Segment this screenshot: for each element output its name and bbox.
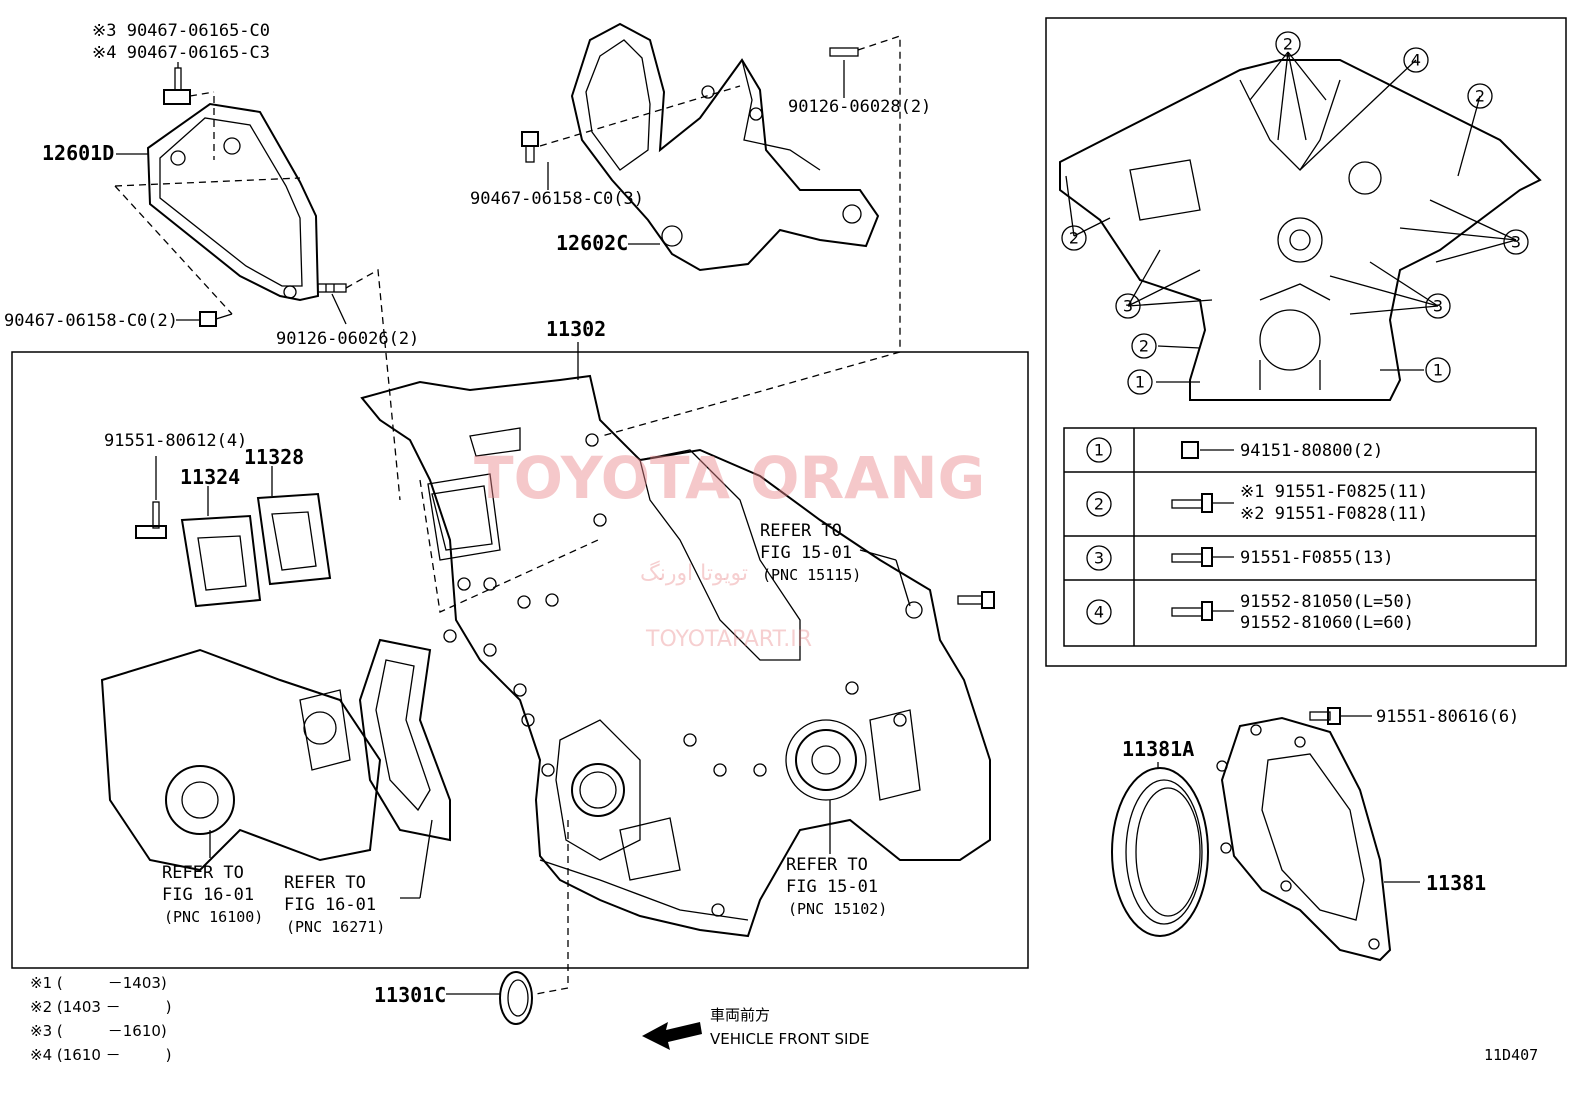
callout-leaders	[1065, 51, 1517, 383]
bolt-90467-06158-left	[199, 311, 233, 327]
table-key: 4	[1094, 603, 1104, 622]
label-note4: ※4 90467-06165-C3	[92, 43, 270, 63]
stud-90126-06026	[317, 283, 347, 293]
footnote-4: ※4 (1610 － )	[30, 1046, 172, 1064]
table-part: 94151-80800(2)	[1240, 441, 1383, 461]
label-90467-06158-c0-2: 90467-06158-C0(2)	[4, 311, 178, 331]
bolt-91551-80616	[1309, 707, 1341, 725]
refer-15115-line1: REFER TO	[760, 521, 842, 541]
label-90126-06028: 90126-06028(2)	[788, 97, 931, 117]
refer-15115-line2: FIG 15-01	[760, 543, 852, 563]
bolt-layout-frame	[1045, 17, 1567, 667]
dash-leader-5	[601, 351, 901, 437]
table-part: ※2 91551-F0828(11)	[1240, 504, 1428, 524]
bolt-right-main	[957, 591, 995, 609]
main-assembly-frame	[11, 351, 1029, 969]
plate-11324	[180, 514, 262, 608]
table-part: ※1 91551-F0825(11)	[1240, 482, 1428, 502]
vehicle-front-en: VEHICLE FRONT SIDE	[710, 1030, 870, 1048]
bolt-90467-06158-top	[521, 131, 539, 163]
gasket-11328	[256, 492, 332, 586]
refer-15102-line2: FIG 15-01	[786, 877, 878, 897]
oil-pump-rotor-15102	[785, 719, 867, 801]
label-12601d: 12601D	[42, 141, 114, 165]
refer-15102-line3: (PNC 15102)	[788, 900, 887, 918]
callout-label: 3	[1511, 233, 1521, 252]
bracket-12601d	[146, 102, 320, 302]
refer-16100-line3: (PNC 16100)	[164, 908, 263, 926]
bolt-icon	[1171, 601, 1234, 621]
bolt-91551-80612	[135, 501, 167, 539]
label-12602c: 12602C	[556, 231, 628, 255]
callout-label: 2	[1283, 35, 1293, 54]
callout-label: 2	[1069, 229, 1079, 248]
dash-leader-2	[189, 91, 401, 501]
table-key: 2	[1094, 495, 1104, 514]
callout-circles: 2 4 2 2 3 3 3 2 1 1	[1061, 31, 1529, 395]
refer-16271-line1: REFER TO	[284, 873, 366, 893]
bolt-table: 1 2 3 4 94151-80800(2) ※1 91551-F0825(11…	[1063, 427, 1537, 647]
bolt-icon	[1171, 547, 1234, 567]
refer-15102-line1: REFER TO	[786, 855, 868, 875]
label-11302: 11302	[546, 317, 606, 341]
stud-90126-06028	[829, 47, 859, 57]
label-note3: ※3 90467-06165-C0	[92, 21, 270, 41]
footnote-2: ※2 (1403 － )	[30, 998, 172, 1016]
label-leaders	[116, 60, 1420, 995]
table-key: 1	[1094, 441, 1104, 460]
footnote-1: ※1 ( －1403)	[30, 974, 167, 992]
watermark-persian: تویوتا اورنگ	[640, 560, 748, 586]
callout-label: 3	[1433, 297, 1443, 316]
vehicle-front-arrow-icon	[642, 1022, 702, 1050]
footnote-3: ※3 ( －1610)	[30, 1022, 167, 1040]
callout-label: 2	[1139, 337, 1149, 356]
water-pump-16100	[100, 648, 382, 872]
table-part: 91552-81060(L=60)	[1240, 613, 1414, 633]
dash-leader-6	[419, 479, 599, 613]
label-91551-80616: 91551-80616(6)	[1376, 707, 1519, 727]
bolt-icon	[1171, 493, 1234, 513]
label-11328: 11328	[244, 445, 304, 469]
callout-label: 4	[1411, 51, 1421, 70]
dash-leader-1	[114, 177, 301, 187]
oil-seal-11381a	[1111, 767, 1209, 937]
cover-12602c	[570, 22, 880, 272]
label-11301c: 11301C	[374, 983, 446, 1007]
label-11324: 11324	[180, 465, 240, 489]
table-part: 91551-F0855(13)	[1240, 548, 1394, 568]
refer-15115-line3: (PNC 15115)	[762, 566, 861, 584]
label-11381: 11381	[1426, 871, 1486, 895]
dash-leader-7	[535, 820, 569, 995]
refer-16271-line3: (PNC 16271)	[286, 918, 385, 936]
label-11381a: 11381A	[1122, 737, 1194, 761]
figure-code: 11D407	[1484, 1046, 1538, 1064]
refer-16100-line1: REFER TO	[162, 863, 244, 883]
callout-label: 1	[1135, 373, 1145, 392]
dash-leader-3	[114, 185, 233, 315]
pump-gasket-16271	[358, 638, 451, 842]
label-90467-06158-c0-3: 90467-06158-C0(3)	[470, 189, 644, 209]
nut-icon	[1181, 441, 1234, 459]
oil-seal-11301c	[499, 971, 533, 1025]
label-90126-06026: 90126-06026(2)	[276, 329, 419, 349]
callout-label: 3	[1123, 297, 1133, 316]
timing-cover-11302	[360, 374, 991, 938]
watermark-site: TOYOTAPART.IR	[645, 627, 812, 652]
callout-label: 2	[1475, 87, 1485, 106]
refer-16271-line2: FIG 16-01	[284, 895, 376, 915]
dash-leader-4	[539, 35, 901, 352]
label-91551-80612: 91551-80612(4)	[104, 431, 247, 451]
vehicle-front-jp: 車両前方	[710, 1006, 770, 1024]
table-key: 3	[1094, 549, 1104, 568]
retainer-11381	[1216, 716, 1392, 962]
table-part: 91552-81050(L=50)	[1240, 592, 1414, 612]
callout-label: 1	[1433, 361, 1443, 380]
refer-16100-line2: FIG 16-01	[162, 885, 254, 905]
watermark-brand: TOYOTA ORANG	[474, 444, 985, 512]
bolt-90467-06165	[163, 67, 191, 105]
